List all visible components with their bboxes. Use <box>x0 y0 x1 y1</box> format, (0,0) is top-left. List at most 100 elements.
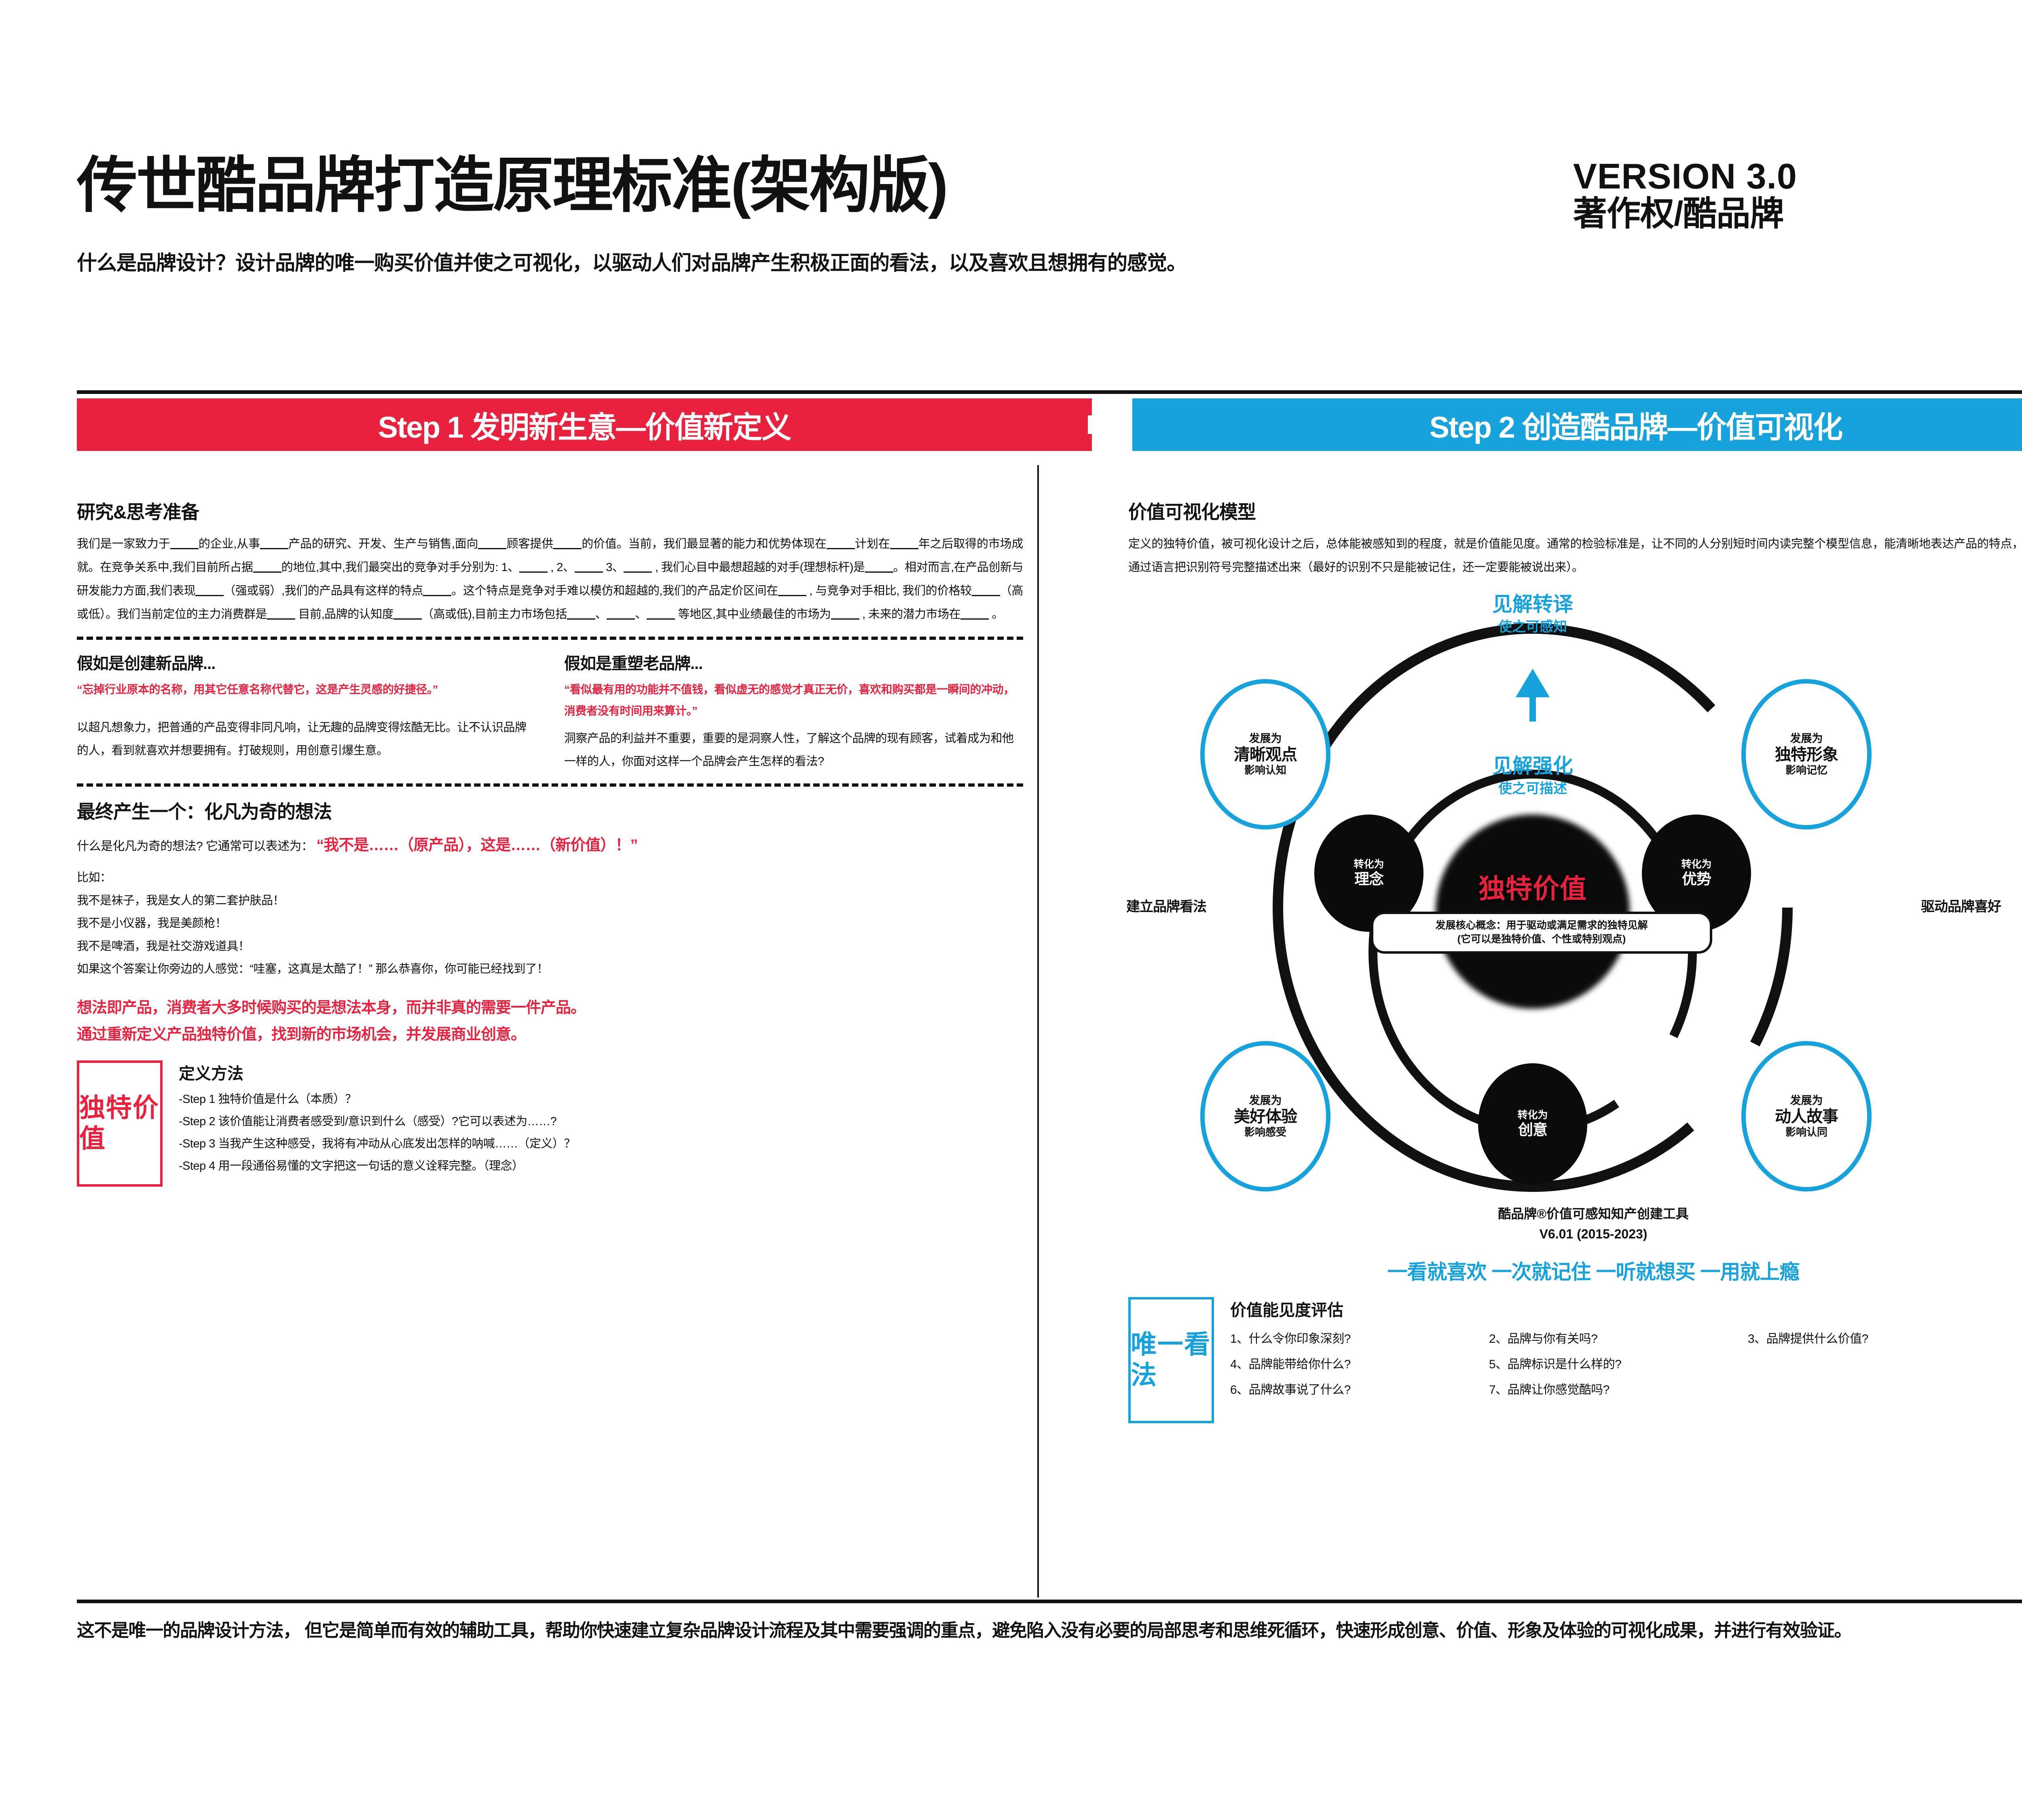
idea-formula-row: 什么是化凡为奇的想法? 它通常可以表述为： “我不是……（原产品），这是……（新… <box>77 832 1023 859</box>
version-block: VERSION 3.0 著作权/酷品牌 <box>1573 156 1998 233</box>
stamp-unique-value: 独特价值 <box>77 1060 163 1187</box>
heading-research: 研究&思考准备 <box>77 502 199 523</box>
node-clear-viewpoint-main: 清晰观点 <box>1234 745 1297 764</box>
arc-title-reinforce: 见解强化 <box>1492 755 1573 777</box>
step-band-2[interactable]: Step 2 创造酷品牌—价值可视化 <box>1132 398 2022 451</box>
step-band-2-label: Step 2 创造酷品牌—价值可视化 <box>1429 410 1843 444</box>
page-subtitle: 什么是品牌设计？设计品牌的唯一购买价值并使之可视化，以驱动人们对品牌产生积极正面… <box>77 252 1187 274</box>
example-item: 我不是袜子，我是女人的第二套护肤品！ <box>77 894 285 907</box>
heading-idea: 最终产生一个：化凡为奇的想法 <box>77 801 332 823</box>
node-unique-image-main: 独特形象 <box>1775 745 1838 764</box>
tool-version: V6.01 (2015-2023) <box>1539 1227 1648 1242</box>
column-step2: 价值可视化模型 定义的独特价值，被可视化设计之后，总体能被感知到的程度，就是价值… <box>1126 497 2022 1423</box>
node-clear-viewpoint-pre: 发展为 <box>1249 732 1282 745</box>
core-label-unique-value: 独特价值 <box>1478 874 1587 904</box>
version-number: VERSION 3.0 <box>1573 156 1797 196</box>
node-great-experience-sub: 影响感受 <box>1244 1126 1286 1138</box>
eval-question: 6、品牌故事说了什么? <box>1230 1383 1351 1397</box>
page-title: 传世酷品牌打造原理标准(架构版) <box>77 151 948 219</box>
node-unique-image-pre: 发展为 <box>1790 732 1823 745</box>
node-concept-main: 理念 <box>1354 870 1384 887</box>
eval-question: 4、品牌能带给你什么? <box>1230 1357 1351 1371</box>
column-divider-1 <box>1037 465 1039 1598</box>
eval-question: 7、品牌让你感觉酷吗? <box>1489 1383 1610 1397</box>
quote-new-brand: “忘掉行业原本的名称，用其它任意名称代替它，这是产生灵感的好捷径。” <box>77 683 438 696</box>
heading-old-brand: 假如是重塑老品牌... <box>564 655 703 673</box>
heading-new-brand: 假如是创建新品牌... <box>77 655 216 673</box>
definition-block: 独特价值 定义方法 -Step 1 独特价值是什么（本质）？ -Step 2 该… <box>77 1060 1023 1187</box>
node-clear-viewpoint[interactable]: 发展为 清晰观点 影响认知 <box>1200 679 1330 830</box>
heading-value-model: 价值可视化模型 <box>1128 502 1256 523</box>
definition-step: -Step 4 用一段通俗易懂的文字把这一句话的意义诠释完整。（理念） <box>179 1159 524 1172</box>
evaluation-title: 价值能见度评估 <box>1230 1301 1343 1319</box>
arrow-right-icon-1 <box>1088 406 1132 443</box>
example-item: 我不是小仪器，我是美颜枪！ <box>77 917 227 930</box>
step-band-1-label: Step 1 发明新生意—价值新定义 <box>378 410 792 444</box>
step-band-1[interactable]: Step 1 发明新生意—价值新定义 <box>77 398 1092 451</box>
core-note: 发展核心概念：用于驱动或满足需求的独特见解 (它可以是独特价值、个性或特别观点) <box>1371 912 1712 954</box>
stamp-unique-value-label: 独特价值 <box>79 1093 159 1153</box>
idea-formula: “我不是……（原产品），这是……（新价值）！” <box>316 837 638 854</box>
node-creative-main: 创意 <box>1518 1121 1548 1138</box>
node-unique-image-sub: 影响记忆 <box>1785 764 1827 776</box>
divider-dashed-1 <box>77 637 1023 640</box>
node-moving-story-sub: 影响认同 <box>1785 1126 1827 1138</box>
question-row: 1、什么令你印象深刻? 2、品牌与你有关吗? 3、品牌提供什么价值? <box>1230 1326 2022 1352</box>
node-advantage-main: 优势 <box>1682 870 1711 887</box>
definition-method-title: 定义方法 <box>179 1064 243 1083</box>
para-new-brand: 以超凡想象力，把普通的产品变得非同凡响，让无趣的品牌变得炫酷无比。让不认识品牌的… <box>77 721 527 757</box>
copyright-label: 著作权/酷品牌 <box>1573 195 1784 233</box>
divider-dashed-2 <box>77 783 1023 787</box>
arc-sub-reinforce: 使之可描述 <box>1498 781 1567 796</box>
examples-label: 比如： <box>77 871 112 884</box>
question-row: 4、品牌能带给你什么? 5、品牌标识是什么样的? <box>1230 1352 2022 1377</box>
node-moving-story-main: 动人故事 <box>1775 1107 1838 1126</box>
definition-method: 定义方法 -Step 1 独特价值是什么（本质）？ -Step 2 该价值能让消… <box>179 1060 1023 1179</box>
eval-question: 1、什么令你印象深刻? <box>1230 1332 1351 1346</box>
step-bands: Step 1 发明新生意—价值新定义 Step 2 创造酷品牌—价值可视化 St… <box>77 398 2022 451</box>
para-old-brand: 洞察产品的利益并不重要，重要的是洞察人性，了解这个品牌的现有顾客，试着成为和他一… <box>564 732 1014 768</box>
definition-step: -Step 2 该价值能让消费者感受到/意识到什么（感受）?它可以表述为……? <box>179 1115 557 1128</box>
quote-old-brand: “看似最有用的功能并不值钱，看似虚无的感觉才真正无价，喜欢和购买都是一瞬间的冲动… <box>564 683 1015 717</box>
eval-question: 5、品牌标识是什么样的? <box>1489 1357 1622 1371</box>
value-model-body: 定义的独特价值，被可视化设计之后，总体能被感知到的程度，就是价值能见度。通常的检… <box>1128 538 2022 574</box>
poster-header: 传世酷品牌打造原理标准(架构版) VERSION 3.0 著作权/酷品牌 什么是… <box>77 151 2022 380</box>
example-item: 我不是啤酒，我是社交游戏道具！ <box>77 940 250 953</box>
arc-title-translate: 见解转译 <box>1492 593 1573 616</box>
node-concept[interactable]: 转化为 理念 <box>1314 815 1423 932</box>
definition-step: -Step 1 独特价值是什么（本质）？ <box>179 1092 357 1106</box>
side-label-build-view: 建立品牌看法 <box>1126 899 1207 914</box>
node-great-experience[interactable]: 发展为 美好体验 影响感受 <box>1200 1041 1330 1191</box>
eval-question: 2、品牌与你有关吗? <box>1489 1332 1598 1346</box>
node-advantage-pre: 转化为 <box>1681 858 1712 870</box>
evaluation-questions: 1、什么令你印象深刻? 2、品牌与你有关吗? 3、品牌提供什么价值? 4、品牌能… <box>1230 1326 2022 1403</box>
arc-sub-translate: 使之可感知 <box>1498 619 1567 635</box>
header-left: 传世酷品牌打造原理标准(架构版) <box>77 151 1565 219</box>
core-note-line-1: 发展核心概念：用于驱动或满足需求的独特见解 <box>1435 920 1648 931</box>
case-old-brand: 假如是重塑老品牌... “看似最有用的功能并不值钱，看似虚无的感觉才真正无价，喜… <box>564 650 1023 773</box>
node-great-experience-pre: 发展为 <box>1249 1094 1282 1107</box>
conclusion-2: 通过重新定义产品独特价值，找到新的市场机会，并发展商业创意。 <box>77 1026 526 1043</box>
core-note-line-2: (它可以是独特价值、个性或特别观点) <box>1457 933 1626 945</box>
brand-cases: 假如是创建新品牌... “忘掉行业原本的名称，用其它任意名称代替它，这是产生灵感… <box>77 650 1023 773</box>
footer-note: 这不是唯一的品牌设计方法， 但它是简单而有效的辅助工具，帮助你快速建立复杂品牌设… <box>77 1621 1852 1640</box>
idea-lead: 什么是化凡为奇的想法? 它通常可以表述为： <box>77 840 313 853</box>
top-rule <box>77 390 2022 394</box>
stamp-single-view: 唯一看法 <box>1128 1297 1214 1423</box>
stamp-single-view-label: 唯一看法 <box>1131 1330 1211 1390</box>
research-body: 我们是一家致力于的企业,从事产品的研究、开发、生产与销售,面向顾客提供的价值。当… <box>77 538 1024 621</box>
slogan: 一看就喜欢 一次就记住 一听就想买 一用就上瘾 <box>1387 1260 1800 1283</box>
node-unique-image[interactable]: 发展为 独特形象 影响记忆 <box>1741 679 1872 830</box>
node-creative-pre: 转化为 <box>1517 1109 1548 1121</box>
side-label-drive-preference: 驱动品牌喜好 <box>1921 899 2001 914</box>
node-concept-pre: 转化为 <box>1354 858 1384 870</box>
node-moving-story[interactable]: 发展为 动人故事 影响认同 <box>1741 1041 1872 1191</box>
bottom-rule <box>77 1600 2022 1603</box>
node-great-experience-main: 美好体验 <box>1234 1107 1297 1126</box>
evaluation-block: 唯一看法 价值能见度评估 1、什么令你印象深刻? 2、品牌与你有关吗? 3、品牌… <box>1128 1297 2022 1423</box>
example-item: 如果这个答案让你旁边的人感觉：“哇塞，这真是太酷了！” 那么恭喜你，你可能已经找… <box>77 963 548 976</box>
node-creative[interactable]: 转化为 创意 <box>1478 1063 1587 1185</box>
column-step1: 研究&思考准备 我们是一家致力于的企业,从事产品的研究、开发、生产与销售,面向顾… <box>77 497 1024 1187</box>
conclusion-1: 想法即产品，消费者大多时候购买的是想法本身，而并非真的需要一件产品。 <box>77 999 586 1016</box>
